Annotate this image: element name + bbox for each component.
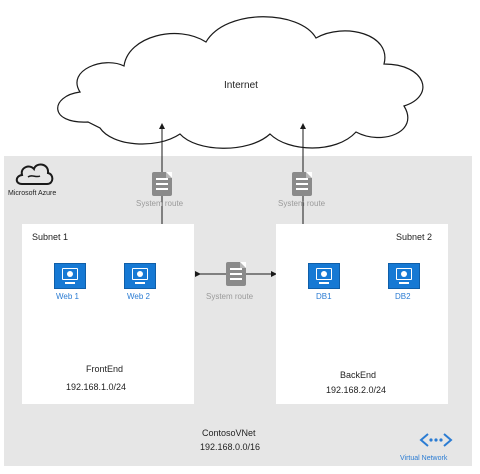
internet-cloud: [57, 16, 424, 149]
web-2-vm-icon: [124, 263, 156, 289]
left-route-table-icon: [152, 172, 172, 196]
backend-cidr: 192.168.2.0/24: [326, 385, 387, 395]
subnet-1-title: Subnet 1: [32, 232, 69, 242]
subnet-2-title: Subnet 2: [396, 232, 433, 242]
right-route-label: System route: [278, 199, 326, 208]
db2-label: DB2: [395, 292, 411, 301]
vnet-name: ContosoVNet: [202, 428, 256, 438]
left-route-label: System route: [136, 199, 184, 208]
subnet-1-box: [22, 224, 194, 404]
azure-cloud-icon: [15, 163, 54, 185]
vnet-cidr: 192.168.0.0/16: [200, 442, 261, 452]
virtual-network-icon: [419, 433, 453, 447]
subnet-2-box: [276, 224, 448, 404]
db1-label: DB1: [316, 292, 332, 301]
right-route-table-icon: [292, 172, 312, 196]
frontend-cidr: 192.168.1.0/24: [66, 382, 127, 392]
web-2-label: Web 2: [127, 292, 150, 301]
azure-label: Microsoft Azure: [8, 190, 57, 197]
backend-name: BackEnd: [340, 370, 377, 380]
frontend-name: FrontEnd: [86, 364, 124, 374]
internet-label: Internet: [224, 80, 258, 91]
middle-route-table-icon: [226, 262, 246, 286]
web-1-label: Web 1: [56, 292, 79, 301]
db1-vm-icon: [308, 263, 340, 289]
middle-route-label: System route: [206, 292, 254, 301]
web-1-vm-icon: [54, 263, 86, 289]
db2-vm-icon: [388, 263, 420, 289]
virtual-network-label: Virtual Network: [400, 455, 448, 462]
